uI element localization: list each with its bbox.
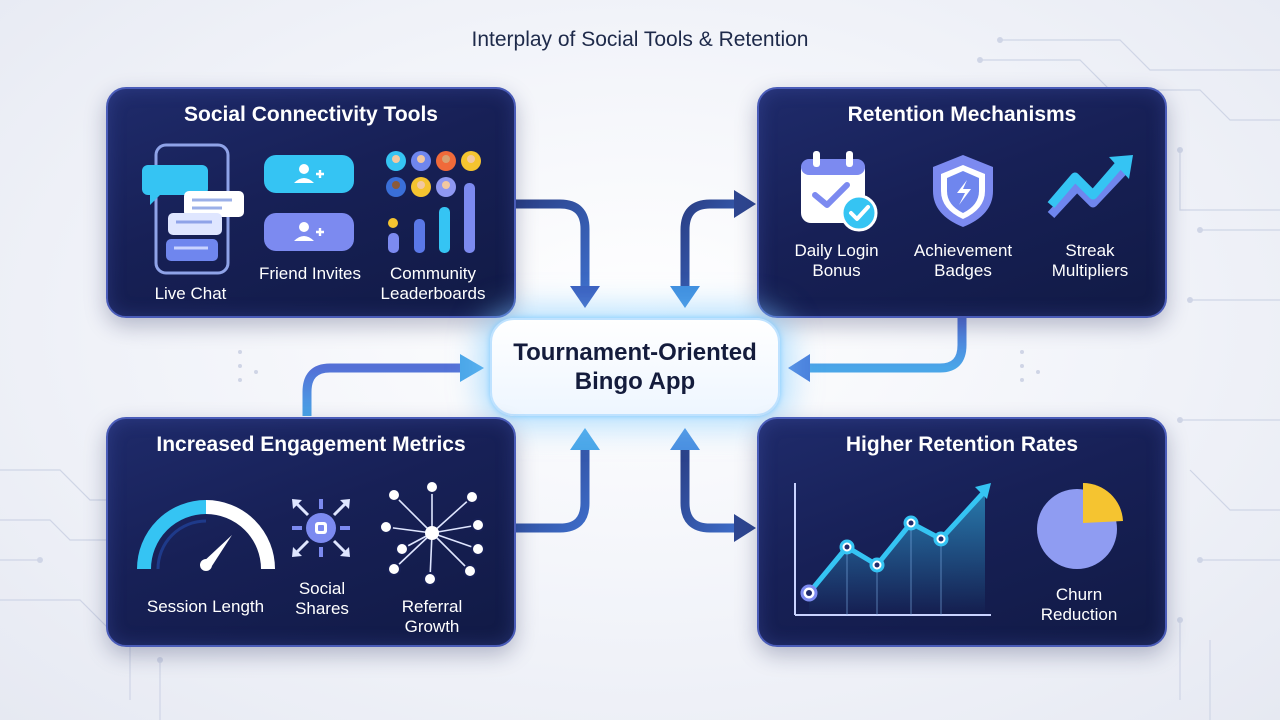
item-label-referral-growth: Referral Growth [401, 597, 463, 636]
page-title: Interplay of Social Tools & Retention [471, 28, 809, 51]
line-chart-icon [794, 483, 991, 616]
panel-increased-engagement-metrics: Increased Engagement Metrics Session Len… [106, 417, 516, 647]
add-friend-icon [264, 155, 354, 251]
arrow-engagement-bottom [516, 446, 590, 533]
chat-phone-icon [142, 143, 244, 275]
center-node-bingo-app: Tournament-Oriented Bingo App [490, 318, 780, 416]
panel-title: Higher Retention Rates [845, 433, 1079, 456]
arrow-center-rates [680, 446, 738, 533]
panel-title: Increased Engagement Metrics [156, 433, 466, 456]
share-burst-icon [292, 499, 350, 557]
center-label: Tournament-Oriented Bingo App [513, 339, 757, 395]
item-label-session-length: Session Length [146, 597, 265, 616]
panel-retention-mechanisms: Retention Mechanisms Daily Login Bonus A… [757, 87, 1167, 318]
panel-title: Social Connectivity Tools [184, 103, 438, 126]
panel-higher-retention-rates: Higher Retention Rates Churn Reductio [757, 417, 1167, 647]
network-icon [379, 480, 485, 586]
arrow-retention-to-center [808, 318, 967, 373]
item-label-friend-invites: Friend Invites [258, 264, 362, 283]
pie-chart-icon [1037, 482, 1123, 569]
item-label-achievement-badges: Achievement Badges [913, 241, 1013, 280]
leaderboard-icon [386, 151, 481, 253]
trend-up-icon [1047, 155, 1133, 219]
item-label-streak-multipliers: Streak Multipliers [1051, 241, 1129, 280]
item-label-live-chat: Live Chat [154, 284, 227, 303]
panel-social-connectivity-tools: Social Connectivity Tools Live Chat Frie… [106, 87, 516, 318]
item-label-social-shares: Social Shares [295, 579, 349, 618]
gauge-icon [137, 500, 275, 571]
arrow-center-retention [680, 199, 738, 288]
arrow-social-to-center [516, 199, 590, 292]
panel-title: Retention Mechanisms [847, 103, 1077, 126]
calendar-check-icon [801, 151, 878, 232]
item-label-churn-reduction: Churn Reduction [1040, 585, 1118, 624]
arrow-engagement-to-center [302, 363, 462, 416]
item-label-daily-login-bonus: Daily Login Bonus [794, 241, 879, 280]
shield-badge-icon [933, 155, 993, 227]
item-label-community-leaderboards: Community Leaderboards [380, 264, 486, 303]
